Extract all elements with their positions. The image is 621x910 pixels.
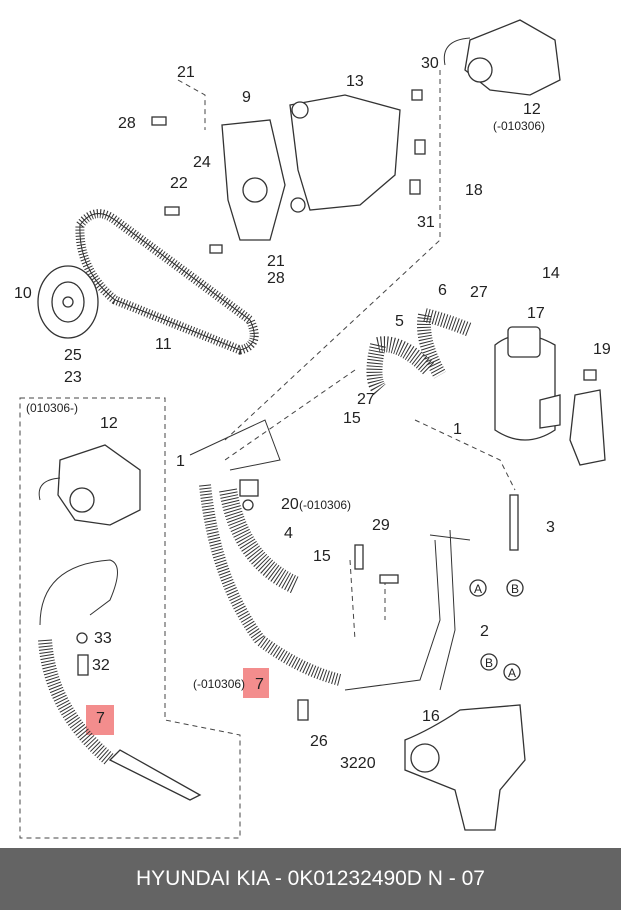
callout-label: 5 [395, 313, 404, 330]
bracket-8 [569, 389, 606, 466]
callout-label: 9 [242, 89, 251, 106]
callout-label: 28 [267, 270, 285, 287]
callout-label: 21 [177, 64, 195, 81]
callout-label: 4 [284, 525, 293, 542]
hose-5 [366, 336, 436, 396]
bracket-13 [289, 94, 401, 211]
callout-label: 14 [542, 265, 560, 282]
callout-label: 19 [593, 341, 611, 358]
callout-label: 13 [346, 73, 364, 90]
callout-label: 25 [64, 347, 82, 364]
hose-7-upper [199, 484, 342, 686]
callout-label: 29 [372, 517, 390, 534]
callout-label: 33 [94, 630, 112, 647]
callout-label: 12 [100, 415, 118, 432]
callout-label: 6 [438, 282, 447, 299]
belt [75, 209, 259, 355]
steering-gear-box [404, 704, 526, 831]
callout-label: 7 [255, 676, 264, 693]
callout-label: 17 [527, 305, 545, 322]
callout-label: 27 [470, 284, 488, 301]
callout-label: 22 [170, 175, 188, 192]
callout-label: 21 [267, 253, 285, 270]
callout-label: 16 [422, 708, 440, 725]
callout-label: A [508, 666, 516, 680]
callout-label: 11 [155, 336, 172, 353]
footer-part-number: HYUNDAI KIA - 0K01232490D N - 07 [0, 848, 621, 910]
hose-6 [417, 308, 473, 379]
callout-label: 10 [14, 285, 32, 302]
callout-label: 3220 [340, 755, 376, 772]
callout-label: 3 [546, 519, 555, 536]
callout-label: 30 [421, 55, 439, 72]
callout-label: 26 [310, 733, 328, 750]
callout-label: 18 [465, 182, 483, 199]
callout-label: 7 [96, 710, 105, 727]
callout-label: 1 [453, 421, 462, 438]
callout-label: 28 [118, 115, 136, 132]
highlight-part-7-upper [243, 668, 269, 698]
callout-label: (-010306) [299, 498, 351, 512]
callout-label: 32 [92, 657, 110, 674]
callout-label: 23 [64, 369, 82, 386]
callout-label: 15 [343, 410, 361, 427]
callout-label: 2 [480, 623, 489, 640]
pressure-pipe-2 [189, 419, 471, 691]
bolts [76, 89, 597, 721]
callout-label: B [485, 656, 493, 670]
callout-label: 12 [523, 101, 541, 118]
callout-label: 20 [281, 496, 299, 513]
callout-label: (-010306) [493, 119, 545, 133]
inset-box [19, 397, 241, 839]
callout-label: 31 [417, 214, 435, 231]
callout-label: B [511, 582, 519, 596]
callout-label: 27 [357, 391, 375, 408]
callout-label: (-010306) [193, 677, 245, 691]
power-steering-pump-inset [57, 444, 141, 526]
hose-7-lower [38, 639, 115, 766]
callout-label: 1 [176, 453, 185, 470]
callout-label: (010306-) [26, 401, 78, 415]
hose-4 [219, 488, 299, 594]
highlight-part-7-lower [86, 705, 114, 735]
callout-label: 24 [193, 154, 211, 171]
callout-label: 15 [313, 548, 331, 565]
callout-label: A [474, 582, 482, 596]
